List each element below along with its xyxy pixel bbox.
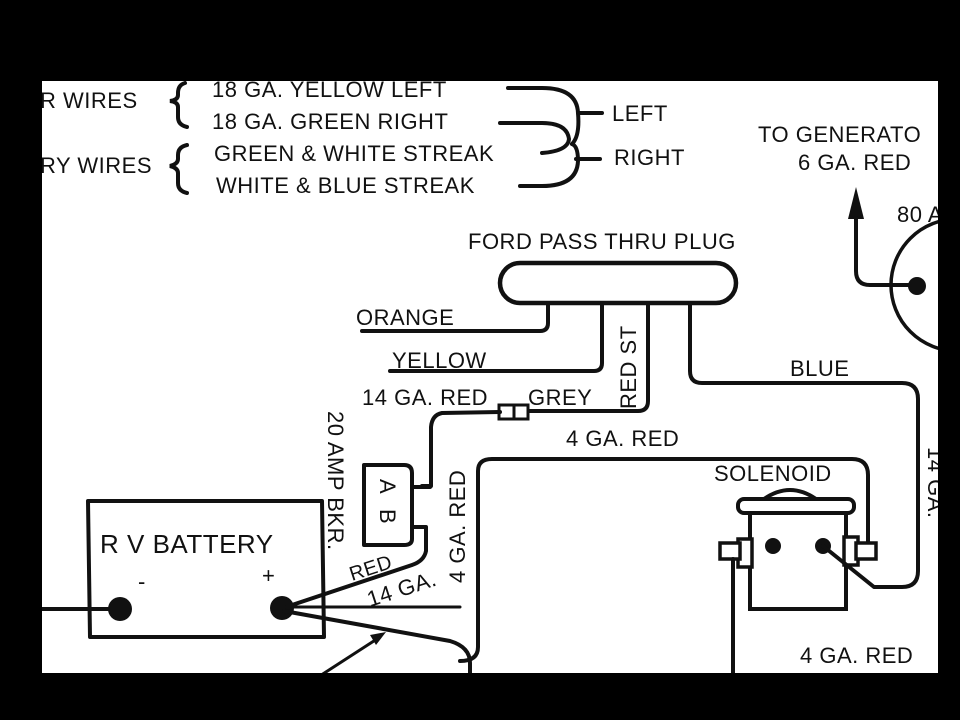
wire-4ga-red-bottom-label: 4 GA. RED bbox=[800, 643, 913, 668]
wire-group-2: RY WIRES GREEN & WHITE STREAK WHITE & BL… bbox=[42, 141, 494, 198]
solenoid-body bbox=[748, 511, 848, 611]
wire-solenoid-to-blue bbox=[821, 544, 892, 589]
inline-fuse-right bbox=[512, 403, 530, 421]
solenoid: SOLENOID 4 GA. RED 14 GA. bbox=[714, 447, 938, 673]
wire-green-right bbox=[498, 121, 571, 155]
wire-14ga-right-label: 14 GA. bbox=[923, 447, 938, 518]
generator-terminal bbox=[908, 277, 926, 295]
solenoid-label: SOLENOID bbox=[714, 461, 832, 486]
battery-label: R V BATTERY bbox=[100, 529, 274, 559]
wire-4ga-red-top bbox=[458, 457, 876, 663]
wire-grey-label: GREY bbox=[528, 385, 592, 410]
right-output-label: RIGHT bbox=[614, 145, 685, 170]
wiring-diagram: R WIRES 18 GA. YELLOW LEFT 18 GA. GREEN … bbox=[42, 81, 938, 673]
left-output-label: LEFT bbox=[612, 101, 668, 126]
wire-14ga-red-label: 14 GA. RED bbox=[362, 385, 488, 410]
wire-blue-label: BLUE bbox=[790, 356, 849, 381]
wire-yellow bbox=[388, 301, 604, 373]
brace-1 bbox=[169, 81, 189, 129]
wire-orange bbox=[360, 301, 550, 333]
breaker-body bbox=[362, 463, 414, 547]
wire-red-st-label: RED ST bbox=[616, 325, 641, 409]
wire-yellow-left-label: 18 GA. YELLOW LEFT bbox=[212, 81, 447, 102]
wire-yellow-label: YELLOW bbox=[392, 348, 487, 373]
battery-negative-sign: - bbox=[138, 569, 146, 594]
wire-14ga-red bbox=[420, 410, 502, 488]
solenoid-cap bbox=[762, 488, 818, 501]
wire-red-st bbox=[522, 301, 650, 413]
breaker-terminal-b: B bbox=[375, 509, 400, 524]
breaker-label: 20 AMP BKR. bbox=[323, 411, 348, 551]
plug-body bbox=[497, 260, 739, 306]
wire-4ga-red-vertical-label: 4 GA. RED bbox=[445, 470, 470, 583]
wire-group-1-label: R WIRES bbox=[42, 88, 138, 113]
battery-positive-sign: + bbox=[262, 563, 275, 588]
circuit-breaker: 20 AMP BKR. A B RED 14 GA. bbox=[284, 411, 440, 612]
brace-2 bbox=[169, 143, 189, 195]
breaker-terminal-b-lead bbox=[284, 525, 428, 609]
battery-negative-terminal bbox=[108, 597, 132, 621]
generator-label-line1: TO GENERATO bbox=[758, 122, 921, 147]
breaker-terminal-a: A bbox=[375, 479, 400, 494]
wiring-diagram-canvas: R WIRES 18 GA. YELLOW LEFT 18 GA. GREEN … bbox=[42, 81, 938, 673]
wire-orange-label: ORANGE bbox=[356, 305, 454, 330]
solenoid-terminal-left bbox=[765, 538, 781, 554]
rv-battery: R V BATTERY - + bbox=[42, 499, 472, 673]
wire-group-2-label: RY WIRES bbox=[42, 153, 152, 178]
plug-label: FORD PASS THRU PLUG bbox=[468, 229, 736, 254]
wire-battery-ground-arrow bbox=[321, 635, 382, 673]
ford-pass-thru-plug: FORD PASS THRU PLUG ORANGE YELLOW RED ST… bbox=[356, 229, 920, 589]
arrow-up-icon bbox=[848, 187, 864, 219]
wire-blue bbox=[688, 301, 920, 589]
arrow-icon bbox=[370, 632, 386, 645]
wire-4ga-red-top-label: 4 GA. RED bbox=[566, 426, 679, 451]
battery-body bbox=[86, 499, 326, 639]
main-4ga-red: 4 GA. RED 4 GA. RED bbox=[445, 426, 876, 663]
wire-white-blue bbox=[518, 142, 580, 188]
solenoid-top-flange bbox=[736, 497, 856, 515]
generator-label-line2: 6 GA. RED bbox=[798, 150, 911, 175]
wire-group-1: R WIRES 18 GA. YELLOW LEFT 18 GA. GREEN … bbox=[42, 81, 448, 134]
wire-white-blue-label: WHITE & BLUE STREAK bbox=[216, 173, 475, 198]
wire-green-white-label: GREEN & WHITE STREAK bbox=[214, 141, 494, 166]
solenoid-right-lug bbox=[854, 541, 878, 561]
generator-circle bbox=[889, 219, 938, 351]
generator: TO GENERATO 6 GA. RED 80 A bbox=[758, 122, 938, 351]
battery-positive-terminal bbox=[270, 596, 294, 620]
signal-merge: LEFT RIGHT bbox=[498, 86, 685, 188]
solenoid-left-lug bbox=[718, 541, 742, 561]
wire-battery-positive-main bbox=[282, 609, 472, 673]
wire-green-right-label: 18 GA. GREEN RIGHT bbox=[212, 109, 448, 134]
generator-wire bbox=[854, 215, 920, 287]
